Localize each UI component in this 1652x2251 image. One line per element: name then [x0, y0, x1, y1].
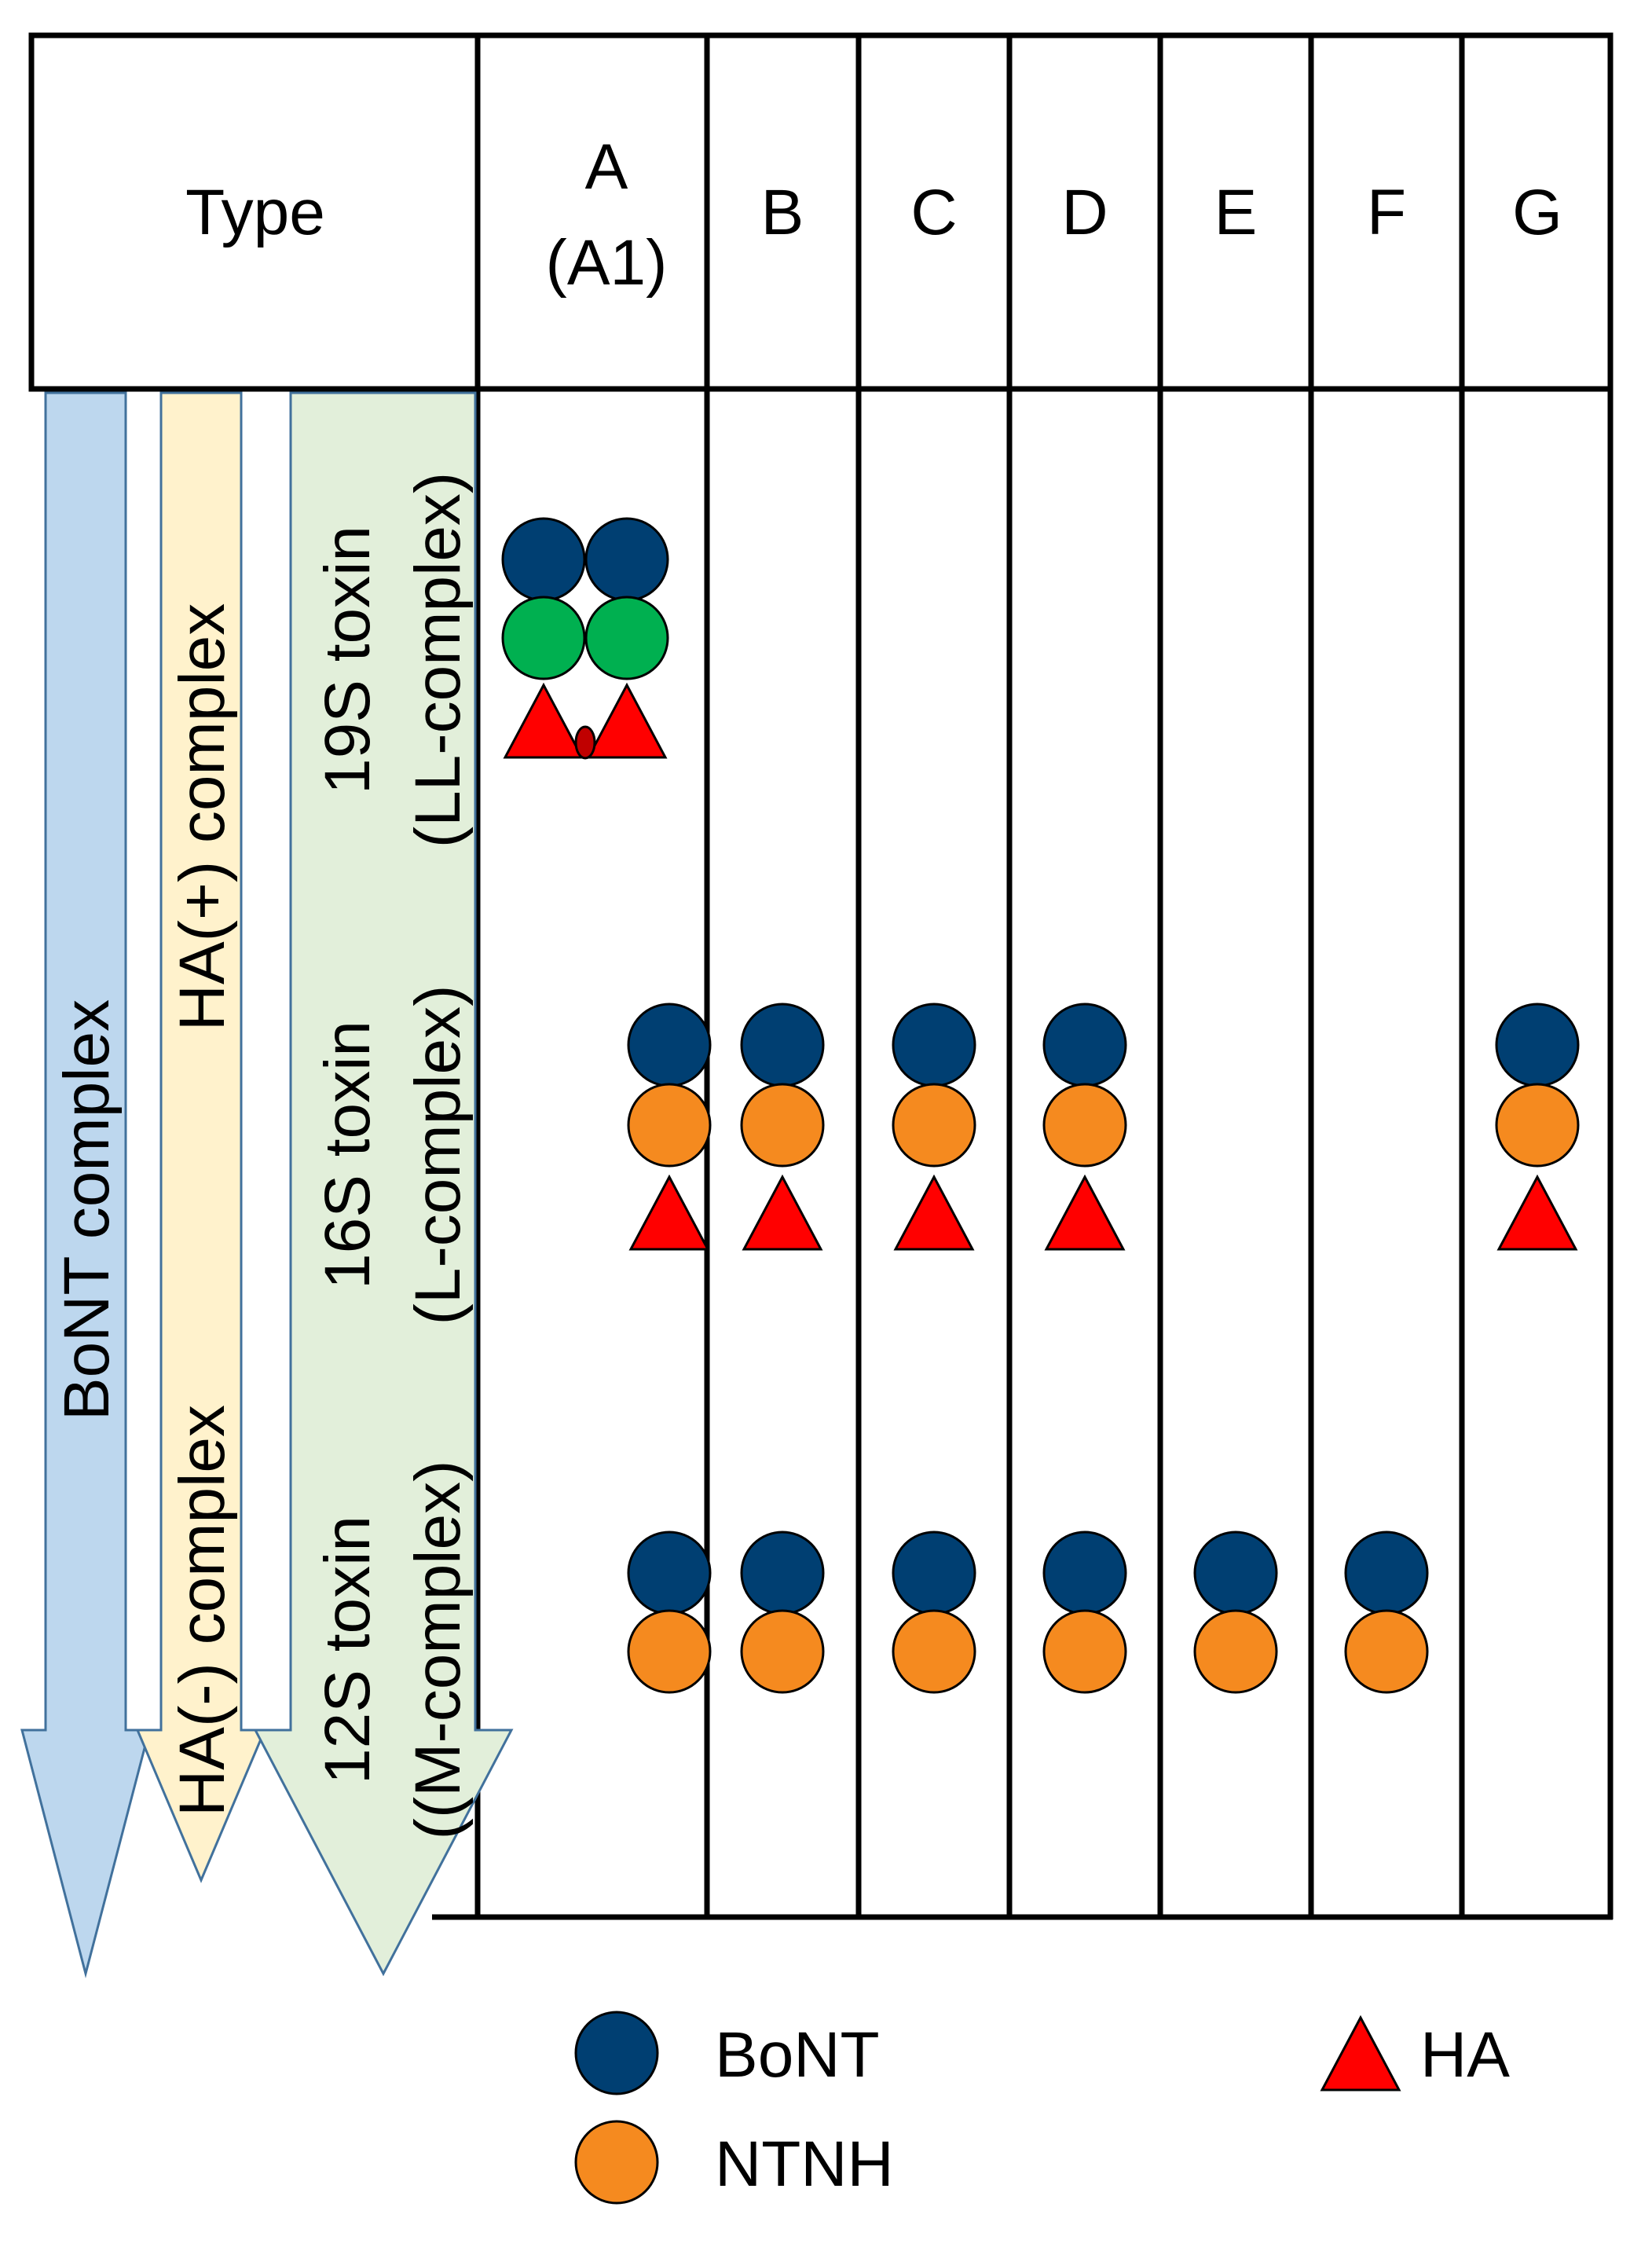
l-a-ha [628, 1174, 710, 1251]
m-f-bont [1344, 1531, 1429, 1615]
ll-toxin-label: 19S toxin [312, 526, 383, 794]
m-e-ntnh [1193, 1609, 1278, 1694]
l-toxin-label: 16S toxin [312, 1021, 383, 1289]
type-label: Type [185, 177, 325, 248]
toxin-arrow [253, 391, 514, 1977]
bont-complex-arrow [20, 391, 151, 1978]
type-table [28, 32, 1614, 1920]
m-f-ntnh [1344, 1609, 1429, 1694]
l-d-bont [1042, 1003, 1127, 1087]
m-b-bont [740, 1531, 825, 1615]
ll-a-ntnh-1 [501, 596, 586, 680]
legend-ha-swatch [1320, 2015, 1401, 2092]
column-c-label: C [910, 177, 957, 248]
header-labels: Type A (A1) B C D E F G [185, 131, 1562, 299]
legend-ntnh-swatch [574, 2120, 659, 2205]
complex-arrows [20, 391, 514, 1978]
m-c-ntnh [892, 1609, 976, 1694]
legend-bont-swatch [574, 2011, 659, 2095]
legend-ha-label: HA [1420, 2019, 1510, 2091]
m-b-ntnh [740, 1609, 825, 1694]
ha-complex-arrow [135, 391, 267, 1883]
column-b-label: B [761, 177, 804, 248]
column-a-sublabel: (A1) [546, 227, 668, 299]
m-a-ntnh [627, 1609, 712, 1694]
l-complex-label: (L-complex) [402, 985, 474, 1325]
column-g-label: G [1512, 177, 1562, 248]
m-d-bont [1042, 1531, 1127, 1615]
ll-a-ha-2 [586, 682, 668, 759]
l-d-ntnh [1042, 1083, 1127, 1168]
column-e-label: E [1214, 177, 1258, 248]
ll-a-bont-2 [584, 517, 669, 602]
l-g-bont [1495, 1003, 1580, 1087]
m-c-bont [892, 1531, 976, 1615]
ll-a-ntnh-2 [584, 596, 669, 680]
m-d-ntnh [1042, 1609, 1127, 1694]
ll-a-ha-1 [503, 682, 584, 759]
ll-a-linker [574, 725, 596, 760]
l-b-ha [742, 1174, 823, 1251]
ll-a-bont-1 [501, 517, 586, 602]
l-g-ntnh [1495, 1083, 1580, 1168]
bont-complex-label: BoNT complex [51, 999, 123, 1421]
column-d-label: D [1061, 177, 1108, 248]
m-a-bont [627, 1531, 712, 1615]
l-c-ha [893, 1174, 975, 1251]
l-c-ntnh [892, 1083, 976, 1168]
l-a-ntnh [627, 1083, 712, 1168]
m-complex-label: ((M-complex) [402, 1461, 474, 1840]
legend-ntnh-label: NTNH [715, 2128, 894, 2200]
l-b-bont [740, 1003, 825, 1087]
m-toxin-label: 12S toxin [312, 1516, 383, 1784]
l-d-ha [1044, 1174, 1126, 1251]
l-a-bont [627, 1003, 712, 1087]
l-c-bont [892, 1003, 976, 1087]
complex-glyphs [501, 517, 1580, 1694]
l-g-ha [1496, 1174, 1578, 1251]
ll-complex-label: (LL-complex) [402, 472, 474, 848]
arrow-labels: BoNT complex HA(-) complex HA(+) complex… [51, 472, 474, 1840]
legend-bont-label: BoNT [715, 2019, 880, 2091]
column-f-label: F [1367, 177, 1406, 248]
l-b-ntnh [740, 1083, 825, 1168]
legend: BoNT NTNH HA [574, 2011, 1510, 2205]
column-a-label: A [585, 131, 628, 203]
ha-minus-complex-label: HA(-) complex [167, 1405, 238, 1817]
ha-plus-complex-label: HA(+) complex [167, 603, 238, 1032]
m-e-bont [1193, 1531, 1278, 1615]
